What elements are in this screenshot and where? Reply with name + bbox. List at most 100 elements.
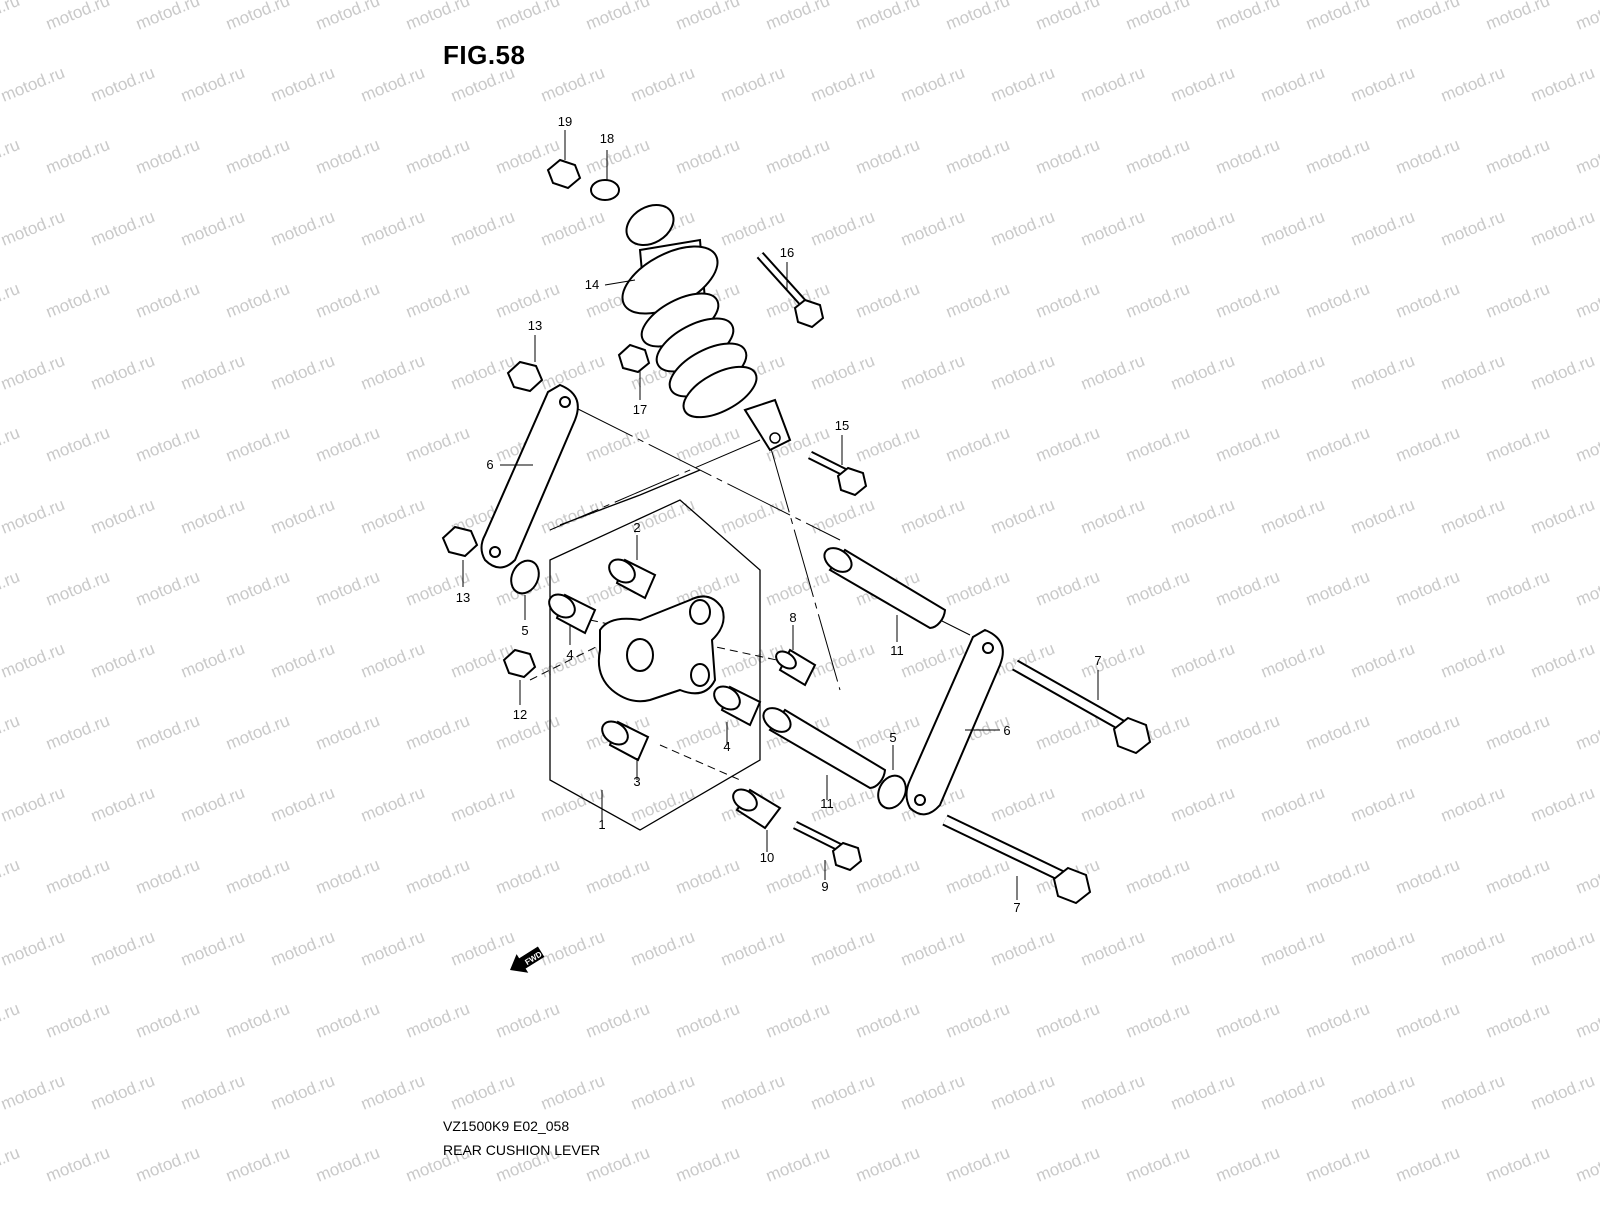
watermark-text: motod.ru xyxy=(1438,207,1507,250)
watermark-text: motod.ru xyxy=(1393,423,1462,466)
watermark-text: motod.ru xyxy=(493,711,562,754)
watermark-text: motod.ru xyxy=(1078,783,1147,826)
watermark-text: motod.ru xyxy=(808,351,877,394)
guide-line xyxy=(549,439,761,531)
callout-17: 17 xyxy=(633,402,647,417)
watermark-text: motod.ru xyxy=(628,1071,697,1114)
bolt-15 xyxy=(807,450,868,497)
washer-5-right xyxy=(877,774,907,810)
callout-16: 16 xyxy=(780,245,794,260)
watermark-text: motod.ru xyxy=(808,783,877,826)
callout-2: 2 xyxy=(633,520,640,535)
watermark-text: motod.ru xyxy=(1528,63,1597,106)
watermark-text: motod.ru xyxy=(1033,1143,1102,1186)
watermark-text: motod.ru xyxy=(1348,1071,1417,1114)
watermark-text: motod.ru xyxy=(178,927,247,970)
watermark-text: motod.ru xyxy=(403,855,472,898)
bolt-16 xyxy=(756,251,825,329)
watermark-text: motod.ru xyxy=(943,423,1012,466)
figure-name: REAR CUSHION LEVER xyxy=(443,1142,601,1158)
guide-line xyxy=(529,639,611,681)
watermark-text: motod.ru xyxy=(718,1071,787,1114)
watermark-text: motod.ru xyxy=(853,1143,922,1186)
watermark-text: motod.ru xyxy=(763,135,832,178)
watermark-text: motod.ru xyxy=(1033,567,1102,610)
watermark-text: motod.ru xyxy=(88,495,157,538)
watermark-text: motod.ru xyxy=(1438,639,1507,682)
watermark-text: motod.ru xyxy=(808,639,877,682)
watermark-text: motod.ru xyxy=(898,351,967,394)
watermark-text: motod.ru xyxy=(853,0,922,34)
rear-shock-absorber xyxy=(621,204,792,452)
watermark-text: motod.ru xyxy=(43,855,112,898)
watermark-text: motod.ru xyxy=(88,351,157,394)
watermark-text: motod.ru xyxy=(1348,495,1417,538)
spacer-11-lower xyxy=(762,707,887,790)
watermark-text: motod.ru xyxy=(538,783,607,826)
watermark-text: motod.ru xyxy=(673,423,742,466)
watermark-text: motod.ru xyxy=(313,279,382,322)
watermark-text: motod.ru xyxy=(1213,567,1282,610)
watermark-text: motod.ru xyxy=(898,495,967,538)
bearing-4-left xyxy=(548,593,597,635)
watermark-text: motod.ru xyxy=(1078,207,1147,250)
watermark-text: motod.ru xyxy=(988,927,1057,970)
guide-line xyxy=(569,404,841,541)
watermark-text: motod.ru xyxy=(1573,567,1600,610)
watermark-text: motod.ru xyxy=(1573,999,1600,1042)
lever-group-frame xyxy=(549,499,761,831)
watermark-text: motod.ru xyxy=(673,135,742,178)
watermark-text: motod.ru xyxy=(223,1143,292,1186)
watermark-text: motod.ru xyxy=(0,567,22,610)
watermark-text: motod.ru xyxy=(0,1143,22,1186)
watermark-text: motod.ru xyxy=(943,999,1012,1042)
watermark-text: motod.ru xyxy=(898,63,967,106)
callout-7-lower: 7 xyxy=(1013,900,1020,915)
watermark-text: motod.ru xyxy=(1213,135,1282,178)
watermark-text: motod.ru xyxy=(313,0,382,34)
watermark-text: motod.ru xyxy=(1393,855,1462,898)
watermark-text: motod.ru xyxy=(1483,1143,1552,1186)
nut-13-top xyxy=(506,360,544,393)
washer-18 xyxy=(590,179,620,201)
watermark-text: motod.ru xyxy=(583,0,652,34)
watermark-text: motod.ru xyxy=(1258,1071,1327,1114)
watermark-text: motod.ru xyxy=(88,927,157,970)
watermark-text: motod.ru xyxy=(1123,1143,1192,1186)
watermark-text: motod.ru xyxy=(1258,927,1327,970)
watermark-text: motod.ru xyxy=(1123,0,1192,34)
watermark-text: motod.ru xyxy=(88,783,157,826)
watermark-text: motod.ru xyxy=(1573,423,1600,466)
watermark-text: motod.ru xyxy=(0,279,22,322)
callout-5-left: 5 xyxy=(521,623,528,638)
watermark-text: motod.ru xyxy=(0,855,22,898)
watermark-text: motod.ru xyxy=(358,207,427,250)
watermark-text: motod.ru xyxy=(853,999,922,1042)
watermark-text: motod.ru xyxy=(988,207,1057,250)
watermark-text: motod.ru xyxy=(1033,999,1102,1042)
watermark-text: motod.ru xyxy=(313,999,382,1042)
watermark-text: motod.ru xyxy=(1573,279,1600,322)
bearing-3 xyxy=(601,720,650,762)
watermark-text: motod.ru xyxy=(1078,927,1147,970)
watermark-text: motod.ru xyxy=(1573,711,1600,754)
callout-10: 10 xyxy=(760,850,774,865)
watermark-text: motod.ru xyxy=(1438,495,1507,538)
watermark-text: motod.ru xyxy=(133,423,202,466)
watermark-text: motod.ru xyxy=(1213,1143,1282,1186)
watermark-text: motod.ru xyxy=(493,0,562,34)
watermark-text: motod.ru xyxy=(1123,423,1192,466)
watermark-text: motod.ru xyxy=(1303,279,1372,322)
watermark-text: motod.ru xyxy=(0,495,67,538)
watermark-text: motod.ru xyxy=(43,423,112,466)
watermark-text: motod.ru xyxy=(1258,639,1327,682)
watermark-text: motod.ru xyxy=(1483,279,1552,322)
watermark-text: motod.ru xyxy=(1213,423,1282,466)
guide-line xyxy=(769,444,841,691)
watermark-text: motod.ru xyxy=(1033,0,1102,34)
watermark-text: motod.ru xyxy=(1528,639,1597,682)
watermark-text: motod.ru xyxy=(1033,279,1102,322)
watermark-text: motod.ru xyxy=(1528,927,1597,970)
watermark-text: motod.ru xyxy=(1348,927,1417,970)
